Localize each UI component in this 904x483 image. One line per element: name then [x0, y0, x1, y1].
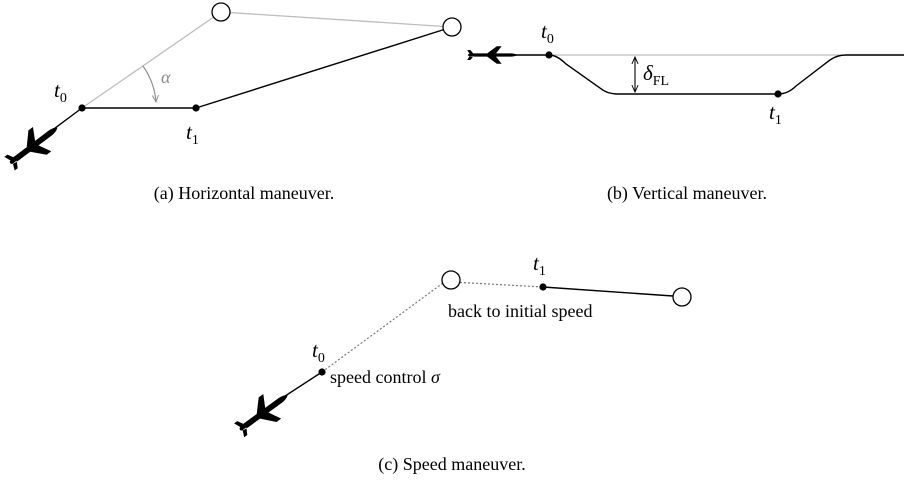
t0-point — [545, 51, 553, 59]
caption-b: (b) Vertical maneuver. — [607, 183, 767, 204]
angle-arc — [142, 65, 156, 102]
t1-point — [192, 104, 200, 112]
t1-label: t1 — [533, 251, 546, 279]
aircraft-icon — [467, 46, 518, 64]
waypoint-circle — [442, 17, 462, 37]
speed-control-label: speed control σ — [330, 367, 441, 387]
original-route-first-leg — [81, 11, 222, 109]
waypoint-circle — [211, 2, 231, 22]
t1-point — [539, 283, 547, 291]
recovery-segment — [451, 281, 544, 288]
t0-point — [78, 104, 86, 112]
alpha-label: α — [161, 67, 171, 87]
panel-horizontal-maneuver: t0 t1 α (a) Horizontal maneuver. — [0, 2, 462, 204]
final-leg — [542, 286, 674, 297]
t0-label: t0 — [541, 19, 554, 47]
back-to-initial-speed-label: back to initial speed — [448, 301, 592, 321]
caption-a: (a) Horizontal maneuver. — [154, 183, 334, 204]
caption-c: (c) Speed maneuver. — [378, 454, 525, 475]
delta-fl-label: δFL — [643, 61, 669, 89]
aircraft-icon — [230, 382, 297, 443]
t1-label: t1 — [769, 100, 782, 128]
panel-speed-maneuver: t0 t1 speed control σ back to initial sp… — [230, 251, 692, 475]
original-route-second-leg — [220, 11, 453, 28]
waypoint-circle — [672, 287, 692, 307]
t1-point — [774, 90, 782, 98]
aircraft-icon — [0, 115, 67, 176]
panel-vertical-maneuver: t0 t1 δFL (b) Vertical maneuver. — [467, 19, 904, 204]
t0-point — [318, 368, 326, 376]
t0-label: t0 — [312, 338, 325, 366]
waypoint-circle — [441, 270, 461, 290]
incoming-track — [281, 371, 323, 399]
vertical-profile — [510, 54, 904, 95]
t0-label: t0 — [54, 78, 67, 106]
t1-label: t1 — [186, 120, 199, 148]
speed-control-segment — [321, 282, 444, 373]
return-leg — [195, 26, 453, 109]
